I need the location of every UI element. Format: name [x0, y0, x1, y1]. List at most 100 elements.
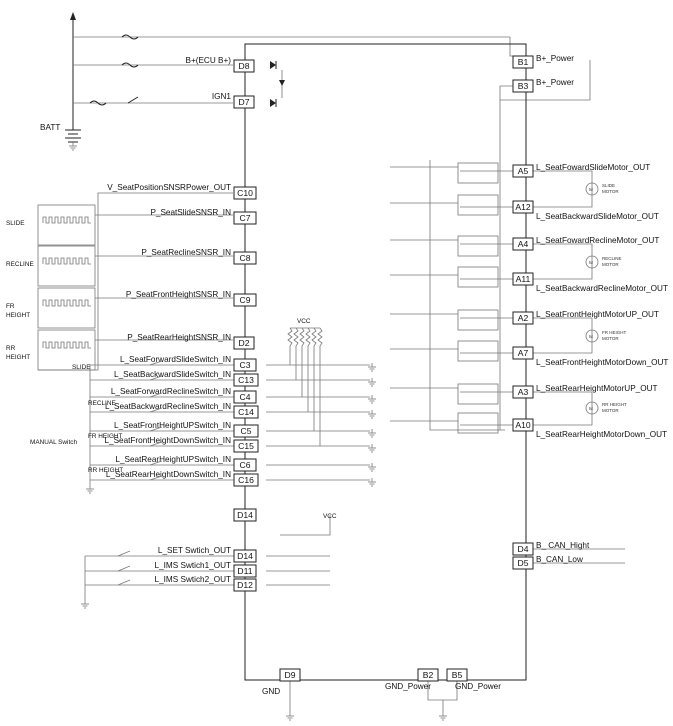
relay-a-0 [457, 162, 499, 184]
pin-label-d4: B_ CAN_Hight [536, 541, 590, 550]
pullup-2 [299, 327, 305, 397]
motor-label-1: RECLINE [602, 256, 622, 261]
pin-d11: D11 [237, 566, 252, 576]
vcc-label-1: VCC [297, 318, 311, 325]
sensor-label-2: FR [6, 303, 15, 310]
sensor-box-2 [37, 287, 96, 329]
sw-recline-label: RECLINE [88, 400, 116, 407]
motor-symbol-3 [585, 401, 599, 415]
pullup-1 [293, 327, 299, 380]
diode-0 [270, 61, 276, 69]
sensor-label-3: RR [6, 345, 16, 352]
pins: D8D7C10C7C8C9D2C3C13C4C14C5C15C6C16D14D1… [233, 55, 534, 682]
pin-a2: A2 [518, 313, 529, 323]
pin-d5: D5 [518, 558, 529, 568]
pin-box-a12 [512, 200, 534, 214]
sensor-waveform-0 [42, 216, 91, 224]
pin-box-b3 [512, 79, 534, 93]
pin-c3: C3 [240, 360, 251, 370]
pin-c4: C4 [240, 392, 251, 402]
pullup-5 [317, 327, 323, 446]
pin-d14: D14 [237, 510, 253, 520]
diode-1 [270, 99, 276, 107]
vcc-bus-2 [280, 515, 331, 536]
pin-c13: C13 [238, 375, 254, 385]
sensor-label-0: SLIDE [6, 220, 24, 227]
pin-label-c14: L_SeatBackwardReclineSwitch_IN [105, 402, 231, 411]
pin-c10: C10 [237, 188, 253, 198]
pin-a3: A3 [518, 387, 529, 397]
pin-c8: C8 [240, 253, 251, 263]
pin-label-d2: P_SeatRearHeightSNSR_IN [127, 333, 231, 342]
sensor-box-1 [37, 245, 96, 287]
motor-label2-2: MOTOR [602, 336, 619, 341]
pin-d14: D14 [237, 551, 253, 561]
pin-box-c5 [233, 424, 259, 438]
relay-a-1 [457, 235, 499, 257]
pin-box-d5 [512, 556, 534, 570]
pin-box-a4 [512, 237, 534, 251]
pin-a11: A11 [516, 274, 531, 284]
pin-c14: C14 [238, 407, 254, 417]
pin-box-c7 [233, 211, 257, 225]
motor-m-2: M [589, 334, 593, 339]
pin-label-d9: GND [262, 687, 280, 696]
wires [38, 12, 625, 721]
pin-a4: A4 [518, 239, 529, 249]
decorations [37, 61, 599, 586]
switch-contact-3 [149, 407, 163, 413]
pin-box-c9 [233, 293, 257, 307]
sw-fr-height-label: FR HEIGHT [88, 433, 123, 440]
sensor-box-3 [37, 329, 96, 371]
pin-b5: B5 [452, 670, 463, 680]
pin-d9: D9 [285, 670, 296, 680]
pullup-3 [305, 327, 311, 412]
pin-label-b3: B+_Power [536, 78, 574, 87]
pin-box-b5 [446, 668, 468, 682]
pin-label-c13: L_SeatBackwardSlideSwitch_IN [114, 370, 231, 379]
switch-contact-1 [149, 375, 163, 381]
pullup-0 [287, 327, 293, 365]
pin-box-d4 [512, 542, 534, 556]
pin-label-d5: B_CAN_Low [536, 555, 583, 564]
motor-loop-1 [533, 243, 593, 280]
pin-c6: C6 [240, 460, 251, 470]
pin-label-c4: L_SeatForwardReclineSwitch_IN [111, 387, 231, 396]
pin-box-d9 [279, 668, 301, 682]
switch-contact-6 [149, 460, 163, 466]
fuse-2 [89, 100, 107, 106]
pin-b3: B3 [518, 81, 529, 91]
pin-label-c8: P_SeatReclineSNSR_IN [141, 248, 231, 257]
motor-symbol-2 [585, 329, 599, 343]
pin-c7: C7 [240, 213, 251, 223]
pin-label-a12: L_SeatBackwardSlideMotor_OUT [536, 212, 659, 221]
pin-c9: C9 [240, 295, 251, 305]
pin-box-c13 [233, 373, 259, 387]
pin-box-c8 [233, 251, 257, 265]
pin-box-a11 [512, 272, 534, 286]
motor-label-0: SLIDE [602, 183, 615, 188]
pin-b1: B1 [518, 57, 529, 67]
motor-label-2: FR HEIGHT [602, 330, 627, 335]
pin-box-c10 [233, 186, 257, 200]
switch-contact-7 [149, 475, 163, 481]
pin-label-a4: L_SeatFowardReclineMotor_OUT [536, 236, 659, 245]
motor-loop-2 [533, 317, 593, 354]
fuse-0 [121, 34, 139, 40]
ims-switch-2 [117, 579, 131, 586]
pin-label-a10: L_SeatRearHeightMotorDown_OUT [536, 430, 667, 439]
pullup-4 [311, 327, 317, 431]
switch-contact-2 [149, 392, 163, 398]
sensor-waveform-1 [42, 257, 91, 265]
pin-box-b2 [417, 668, 439, 682]
pin-label-d11: L_IMS Swtich1_OUT [155, 561, 231, 570]
pin-box-c6 [233, 458, 257, 472]
pin-d7: D7 [239, 97, 250, 107]
pin-label-d7: IGN1 [212, 92, 232, 101]
motor-m-1: M [589, 260, 593, 265]
pin-a5: A5 [518, 166, 529, 176]
pin-c16: C16 [238, 475, 254, 485]
pin-box-d2 [233, 336, 255, 350]
motor-symbol-1 [585, 255, 599, 269]
